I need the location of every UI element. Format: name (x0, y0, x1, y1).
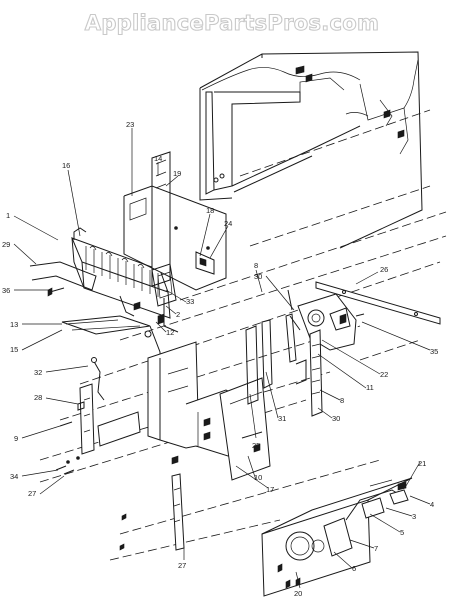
callout-20: 20 (294, 589, 302, 598)
callout-21: 21 (418, 459, 426, 468)
callout-leaders (13, 128, 431, 589)
callout-numbers: 1 29 36 13 15 32 28 9 34 27 16 23 14 19 … (2, 120, 438, 598)
callout-14: 14 (154, 154, 162, 163)
evaporator-fan-assembly (245, 289, 365, 417)
callout-19: 19 (173, 169, 181, 178)
callout-3: 3 (412, 512, 416, 521)
callout-32: 32 (34, 368, 42, 377)
callout-23: 23 (126, 120, 134, 129)
callout-18: 18 (206, 206, 214, 215)
mounting-rail (315, 281, 441, 325)
evaporator-coil (29, 227, 171, 319)
callout-28: 28 (34, 393, 42, 402)
callout-13: 13 (10, 320, 18, 329)
callout-2: 2 (176, 310, 180, 319)
callout-15: 15 (10, 345, 18, 354)
callout-17: 17 (266, 485, 274, 494)
callout-27a: 27 (28, 489, 36, 498)
drain-trough-parts (55, 357, 141, 475)
callout-9: 9 (14, 434, 18, 443)
watermark-text: AppliancePartsPros.com (85, 11, 379, 35)
defrost-heater (61, 315, 161, 378)
cabinet-liner (199, 51, 423, 249)
callout-30b: 30 (332, 414, 340, 423)
callout-34: 34 (10, 472, 18, 481)
callout-35: 35 (430, 347, 438, 356)
callout-26: 26 (380, 265, 388, 274)
callout-31: 31 (278, 414, 286, 423)
callout-7: 7 (374, 544, 378, 553)
control-housing (261, 477, 413, 597)
callout-8b: 8 (340, 396, 344, 405)
callout-24: 24 (224, 219, 232, 228)
callout-29: 29 (2, 240, 10, 249)
callout-30a: 30 (254, 272, 262, 281)
callout-11: 11 (366, 383, 374, 392)
bottom-clip-strip (171, 455, 185, 551)
callout-12: 12 (166, 328, 174, 337)
rear-duct-panel (147, 341, 271, 481)
callout-1: 1 (6, 211, 10, 220)
callout-22: 22 (380, 370, 388, 379)
callout-33: 33 (186, 297, 194, 306)
callout-5: 5 (400, 528, 404, 537)
callout-4: 4 (430, 500, 434, 509)
callout-25: 25 (252, 441, 260, 450)
loose-hardware (47, 287, 141, 551)
callout-10: 10 (254, 473, 262, 482)
callout-36: 36 (2, 286, 10, 295)
callout-27b: 27 (178, 561, 186, 570)
callout-6: 6 (352, 564, 356, 573)
callout-8a: 8 (254, 261, 258, 270)
callout-16: 16 (62, 161, 70, 170)
